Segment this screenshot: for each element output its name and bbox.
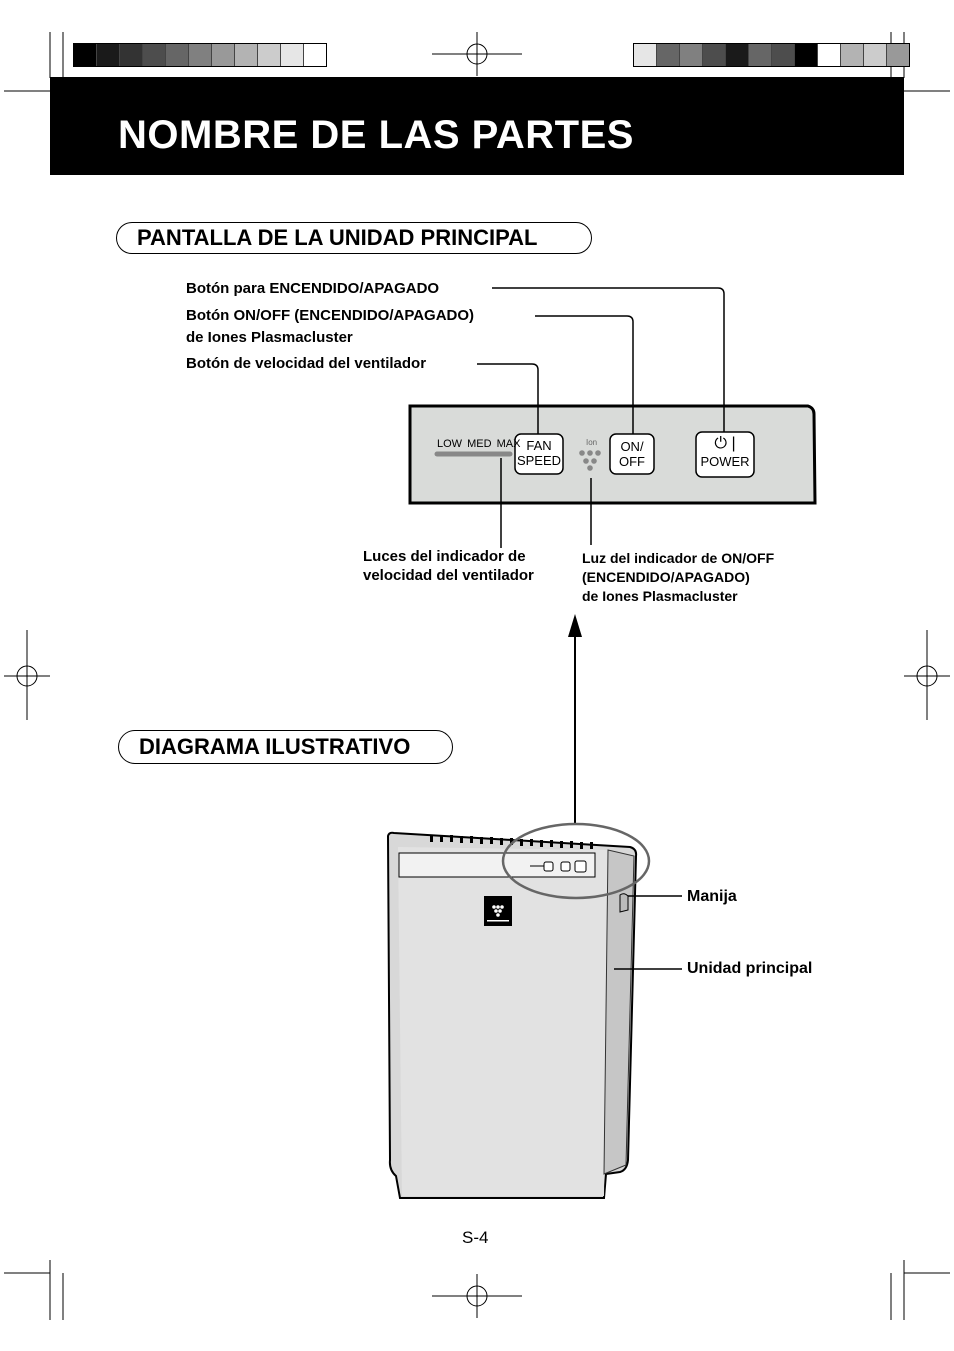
color-swatch [749,44,772,66]
color-swatch [795,44,818,66]
speed-level-labels: LOW MED MAX [437,438,520,450]
section-heading-display: PANTALLA DE LA UNIDAD PRINCIPAL [116,222,592,254]
color-swatch [726,44,749,66]
label-handle: Manija [687,888,737,905]
onoff-label-line1: ON/ [620,439,644,454]
color-calibration-bar-right [633,43,910,67]
fan-speed-label-line2: SPEED [516,453,562,468]
page-title: NOMBRE DE LAS PARTES [118,113,634,157]
color-swatch [189,44,212,66]
ion-onoff-button[interactable]: ON/ OFF [610,439,654,469]
color-swatch [772,44,795,66]
label-power-button: Botón para ENCENDIDO/APAGADO [186,280,440,297]
color-calibration-bar-left [73,43,327,67]
label-fan-lights-line1: Luces del indicador de [363,548,526,565]
color-swatch [143,44,166,66]
color-swatch [281,44,304,66]
speed-low-label: LOW [437,438,463,450]
color-swatch [258,44,281,66]
color-swatch [887,44,909,66]
color-swatch [703,44,726,66]
label-ion-button-line1: Botón ON/OFF (ENCENDIDO/APAGADO) [186,307,475,324]
color-swatch [235,44,258,66]
color-swatch [864,44,887,66]
color-swatch [841,44,864,66]
speed-med-label: MED [467,438,492,450]
section-heading-diagram: DIAGRAMA ILUSTRATIVO [118,730,453,764]
label-ion-button-line2: de Iones Plasmacluster [186,329,353,346]
speed-max-label: MAX [496,438,521,450]
color-swatch [212,44,235,66]
page-number: S-4 [462,1228,489,1247]
power-button[interactable]: ⏻ | POWER [696,435,754,471]
color-swatch [120,44,143,66]
label-ion-light-line2: (ENCENDIDO/APAGADO) [582,569,750,585]
label-ion-light-line1: Luz del indicador de ON/OFF [582,550,775,566]
onoff-label-line2: OFF [619,454,645,469]
power-icon: ⏻ | [714,435,736,452]
color-swatch [166,44,189,66]
color-swatch [657,44,680,66]
label-ion-light-line3: de Iones Plasmacluster [582,588,738,604]
color-swatch [634,44,657,66]
color-swatch [97,44,120,66]
power-label: POWER [700,454,750,469]
label-fan-lights-line2: velocidad del ventilador [363,567,534,584]
color-swatch [818,44,841,66]
color-swatch [74,44,97,66]
fan-speed-button[interactable]: FAN SPEED [515,438,563,468]
color-swatch [304,44,326,66]
ion-mark: Ion [586,438,598,447]
fan-speed-label-line1: FAN [526,438,552,453]
title-bar: NOMBRE DE LAS PARTES [50,77,904,175]
label-fan-button: Botón de velocidad del ventilador [186,355,427,372]
color-swatch [680,44,703,66]
label-main-unit: Unidad principal [687,960,813,977]
